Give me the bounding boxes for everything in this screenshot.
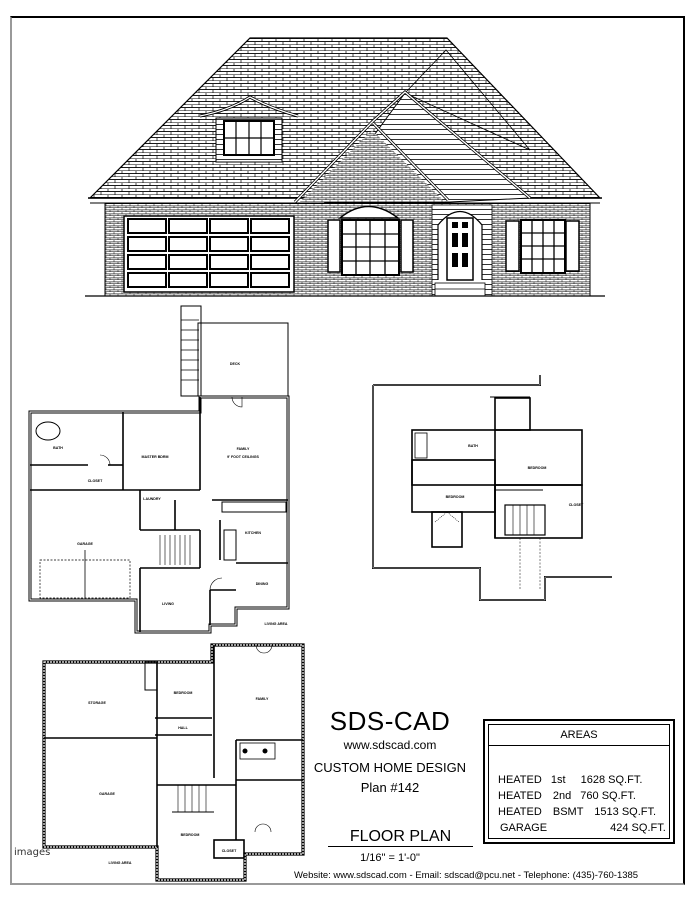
room-label: BATH [53,446,63,450]
room-label: 9' FOOT CEILINGS [227,455,259,459]
subtitle-text: CUSTOM HOME DESIGN [313,760,467,775]
area-row: HEATED 1st 1628 SQ.FT. [498,774,643,786]
upper-floor-plan: BATH BEDROOM BEDROOM CLOSET [372,375,612,601]
areas-table: AREAS HEATED 1st 1628 SQ.FT. HEATED 2nd … [483,719,675,844]
website-text: www.sdscad.com [343,738,437,752]
room-label: HALL [178,726,188,730]
room-label: FAMILY [256,697,269,701]
room-label: BEDROOM [181,833,200,837]
room-label: CLOSET [569,503,584,507]
room-label: KITCHEN [245,531,261,535]
room-label: STORAGE [88,701,106,705]
drawing-scale: 1/16" = 1'-0" [360,852,420,864]
room-label: BEDROOM [446,495,465,499]
room-label: BEDROOM [528,466,547,470]
area-row: HEATED 2nd 760 SQ.FT. [498,790,636,802]
drawing-sheet-border [10,16,685,885]
main-floor-room-labels: DECK FAMILY 9' FOOT CEILINGS MASTER BDRM… [53,362,288,626]
room-label: MASTER BDRM [142,455,169,459]
brand-title: SDS-CAD [329,706,451,736]
room-label: LIVING [162,602,174,606]
room-label: CLOSET [222,849,237,853]
room-label: FAMILY [237,447,250,451]
room-label: LIVING AREA [108,861,131,865]
room-label: LAUNDRY [143,497,161,501]
area-row: GARAGE 424 SQ.FT. [500,822,666,834]
front-elevation-drawing [85,37,605,297]
room-label: CLOSET [88,479,103,483]
main-floor-plan: DECK FAMILY 9' FOOT CEILINGS MASTER BDRM… [28,305,290,634]
room-label: GARAGE [77,542,93,546]
drawing-title: FLOOR PLAN [328,828,473,847]
room-label: GARAGE [99,792,115,796]
watermark-text: images [14,847,51,858]
areas-header: AREAS [489,725,669,746]
room-label: LIVING AREA [264,622,287,626]
room-label: DINING [256,582,269,586]
plan-number: Plan #142 [360,780,420,795]
upper-floor-room-labels: BATH BEDROOM BEDROOM CLOSET [446,444,584,507]
basement-floor-plan: STORAGE BEDROOM FAMILY HALL GARAGE BEDRO… [42,643,305,882]
area-row: HEATED BSMT 1513 SQ.FT. [498,806,657,818]
contact-footer: Website: www.sdscad.com - Email: sdscad@… [294,870,639,881]
basement-room-labels: STORAGE BEDROOM FAMILY HALL GARAGE BEDRO… [88,691,269,865]
room-label: DECK [230,362,241,366]
room-label: BEDROOM [174,691,193,695]
room-label: BATH [468,444,478,448]
